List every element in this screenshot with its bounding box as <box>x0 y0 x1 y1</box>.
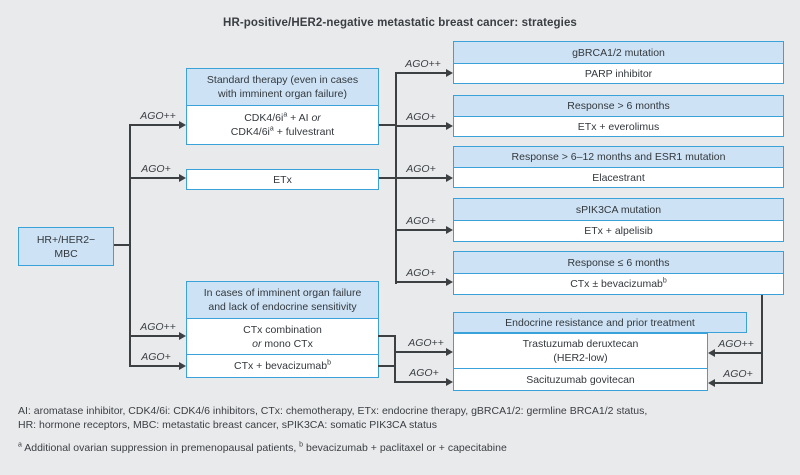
connector-to-etx <box>129 177 179 179</box>
etx-box: ETx <box>186 169 379 190</box>
gbrca-header: gBRCA1/2 mutation <box>454 42 783 64</box>
etx-box-text: ETx <box>187 170 378 189</box>
ago-plus-plus-label: AGO++ <box>408 337 444 349</box>
ago-plus-label: AGO+ <box>406 215 436 227</box>
arrow-right-icon <box>179 332 186 340</box>
arrow-right-icon <box>446 278 453 286</box>
arrow-right-icon <box>446 69 453 77</box>
ago-plus-label: AGO+ <box>723 368 753 380</box>
abbreviations-line2: HR: hormone receptors, MBC: metastatic b… <box>18 419 437 431</box>
connector-to-trastuzumab <box>394 351 446 353</box>
superscript-notes-footnote: a Additional ovarian suppression in prem… <box>18 441 507 455</box>
response-le6-body: CTx ± bevacizumabb <box>454 274 783 294</box>
connector-to-ctx-combination <box>129 335 179 337</box>
adc-options-box: Trastuzumab deruxtecan (HER2-low) Sacitu… <box>453 333 708 391</box>
connector-to-ctx-pm-bevacizumab <box>395 281 446 283</box>
standard-therapy-header: Standard therapy (even in cases with imm… <box>187 69 378 106</box>
organ-failure-header: In cases of imminent organ failure and l… <box>187 282 378 319</box>
root-line2: MBC <box>54 247 78 260</box>
connector-etx-out <box>379 177 396 179</box>
ctx-combination-line2: or mono CTx <box>252 337 313 350</box>
connector-standard-out <box>379 124 396 126</box>
ago-plus-label: AGO+ <box>141 351 171 363</box>
trastuzumab-line1: Trastuzumab deruxtecan <box>522 338 639 350</box>
ctx-combination-line1: CTx combination <box>243 323 322 336</box>
ctx-bevacizumab-text: CTx + bevacizumabb <box>234 359 331 373</box>
connector-ctx-combination-out <box>378 335 396 337</box>
connector-right-spine <box>761 295 763 384</box>
root-box-text: HR+/HER2− MBC <box>19 228 113 265</box>
trastuzumab-line2: (HER2-low) <box>553 352 608 364</box>
esr1-mutation-box: Response > 6–12 months and ESR1 mutation… <box>453 146 784 188</box>
standard-therapy-body: CDK4/6ia + AI or CDK4/6ia + fulvestrant <box>187 106 378 144</box>
connector-left-spine <box>129 124 131 367</box>
gbrca-body: PARP inhibitor <box>454 64 783 83</box>
chart-title: HR-positive/HER2-negative metastatic bre… <box>223 17 577 29</box>
response-gt6-header: Response > 6 months <box>454 96 783 117</box>
arrow-right-icon <box>179 362 186 370</box>
connector-ctx-bevacizumab-out <box>378 365 396 367</box>
arrow-left-icon <box>708 379 715 387</box>
connector-to-gbrca <box>395 72 446 74</box>
arrow-right-icon <box>446 174 453 182</box>
cdk-option2: CDK4/6ia + fulvestrant <box>230 125 335 139</box>
esr1-header: Response > 6–12 months and ESR1 mutation <box>454 147 783 168</box>
endocrine-resistance-header-box: Endocrine resistance and prior treatment <box>453 312 747 333</box>
organ-failure-header-line2: and lack of endocrine sensitivity <box>208 301 357 313</box>
spik3ca-mutation-box: sPIK3CA mutation ETx + alpelisib <box>453 198 784 242</box>
arrow-right-icon <box>179 174 186 182</box>
connector-root-out <box>114 244 130 246</box>
ago-plus-label: AGO+ <box>406 111 436 123</box>
connector-to-sacituzumab <box>394 381 446 383</box>
connector-right-to-sacituzumab <box>715 382 763 384</box>
connector-to-ctx-bevacizumab <box>129 365 179 367</box>
arrow-right-icon <box>446 348 453 356</box>
connector-bottom-spine <box>394 335 396 383</box>
abbreviations-line1: AI: aromatase inhibitor, CDK4/6i: CDK4/6… <box>18 405 648 417</box>
connector-to-alpelisib <box>395 229 446 231</box>
ago-plus-plus-label: AGO++ <box>405 58 441 70</box>
ctx-bevacizumab-row: CTx + bevacizumabb <box>187 354 378 377</box>
ago-plus-label: AGO+ <box>409 367 439 379</box>
organ-failure-header-line1: In cases of imminent organ failure <box>203 287 362 299</box>
ago-plus-label: AGO+ <box>406 163 436 175</box>
standard-therapy-box: Standard therapy (even in cases with imm… <box>186 68 379 145</box>
arrow-left-icon <box>708 349 715 357</box>
arrow-right-icon <box>179 121 186 129</box>
ago-plus-plus-label: AGO++ <box>140 321 176 333</box>
ago-plus-plus-label: AGO++ <box>140 110 176 122</box>
connector-to-standard <box>129 124 179 126</box>
response-le6-header: Response ≤ 6 months <box>454 252 783 274</box>
connector-right-to-trastuzumab <box>715 352 763 354</box>
abbreviations-footnote: AI: aromatase inhibitor, CDK4/6i: CDK4/6… <box>18 404 647 432</box>
response-gt6-body: ETx + everolimus <box>454 117 783 136</box>
connector-to-elacestrant <box>395 177 446 179</box>
cdk-option1: CDK4/6ia + AI or <box>244 111 321 125</box>
standard-therapy-header-line1: Standard therapy (even in cases <box>206 74 359 86</box>
organ-failure-box: In cases of imminent organ failure and l… <box>186 281 379 378</box>
ago-plus-plus-label: AGO++ <box>718 338 754 350</box>
arrow-right-icon <box>446 122 453 130</box>
ctx-combination-row: CTx combination or mono CTx <box>187 319 378 354</box>
ago-plus-label: AGO+ <box>141 163 171 175</box>
esr1-body: Elacestrant <box>454 168 783 187</box>
connector-to-everolimus <box>395 125 446 127</box>
root-line1: HR+/HER2− <box>36 233 96 246</box>
response-le6-body-text: CTx ± bevacizumabb <box>570 277 667 291</box>
arrow-right-icon <box>446 226 453 234</box>
response-gt6-box: Response > 6 months ETx + everolimus <box>453 95 784 137</box>
standard-therapy-header-line2: with imminent organ failure) <box>218 88 347 100</box>
endocrine-resistance-header: Endocrine resistance and prior treatment <box>454 313 746 332</box>
spik3ca-body: ETx + alpelisib <box>454 221 783 241</box>
root-box-hr-her2-mbc: HR+/HER2− MBC <box>18 227 114 266</box>
spik3ca-header: sPIK3CA mutation <box>454 199 783 221</box>
trastuzumab-row: Trastuzumab deruxtecan (HER2-low) <box>454 334 707 368</box>
response-le6-box: Response ≤ 6 months CTx ± bevacizumabb <box>453 251 784 295</box>
ago-plus-label: AGO+ <box>406 267 436 279</box>
arrow-right-icon <box>446 378 453 386</box>
gbrca-mutation-box: gBRCA1/2 mutation PARP inhibitor <box>453 41 784 84</box>
sacituzumab-row: Sacituzumab govitecan <box>454 368 707 390</box>
